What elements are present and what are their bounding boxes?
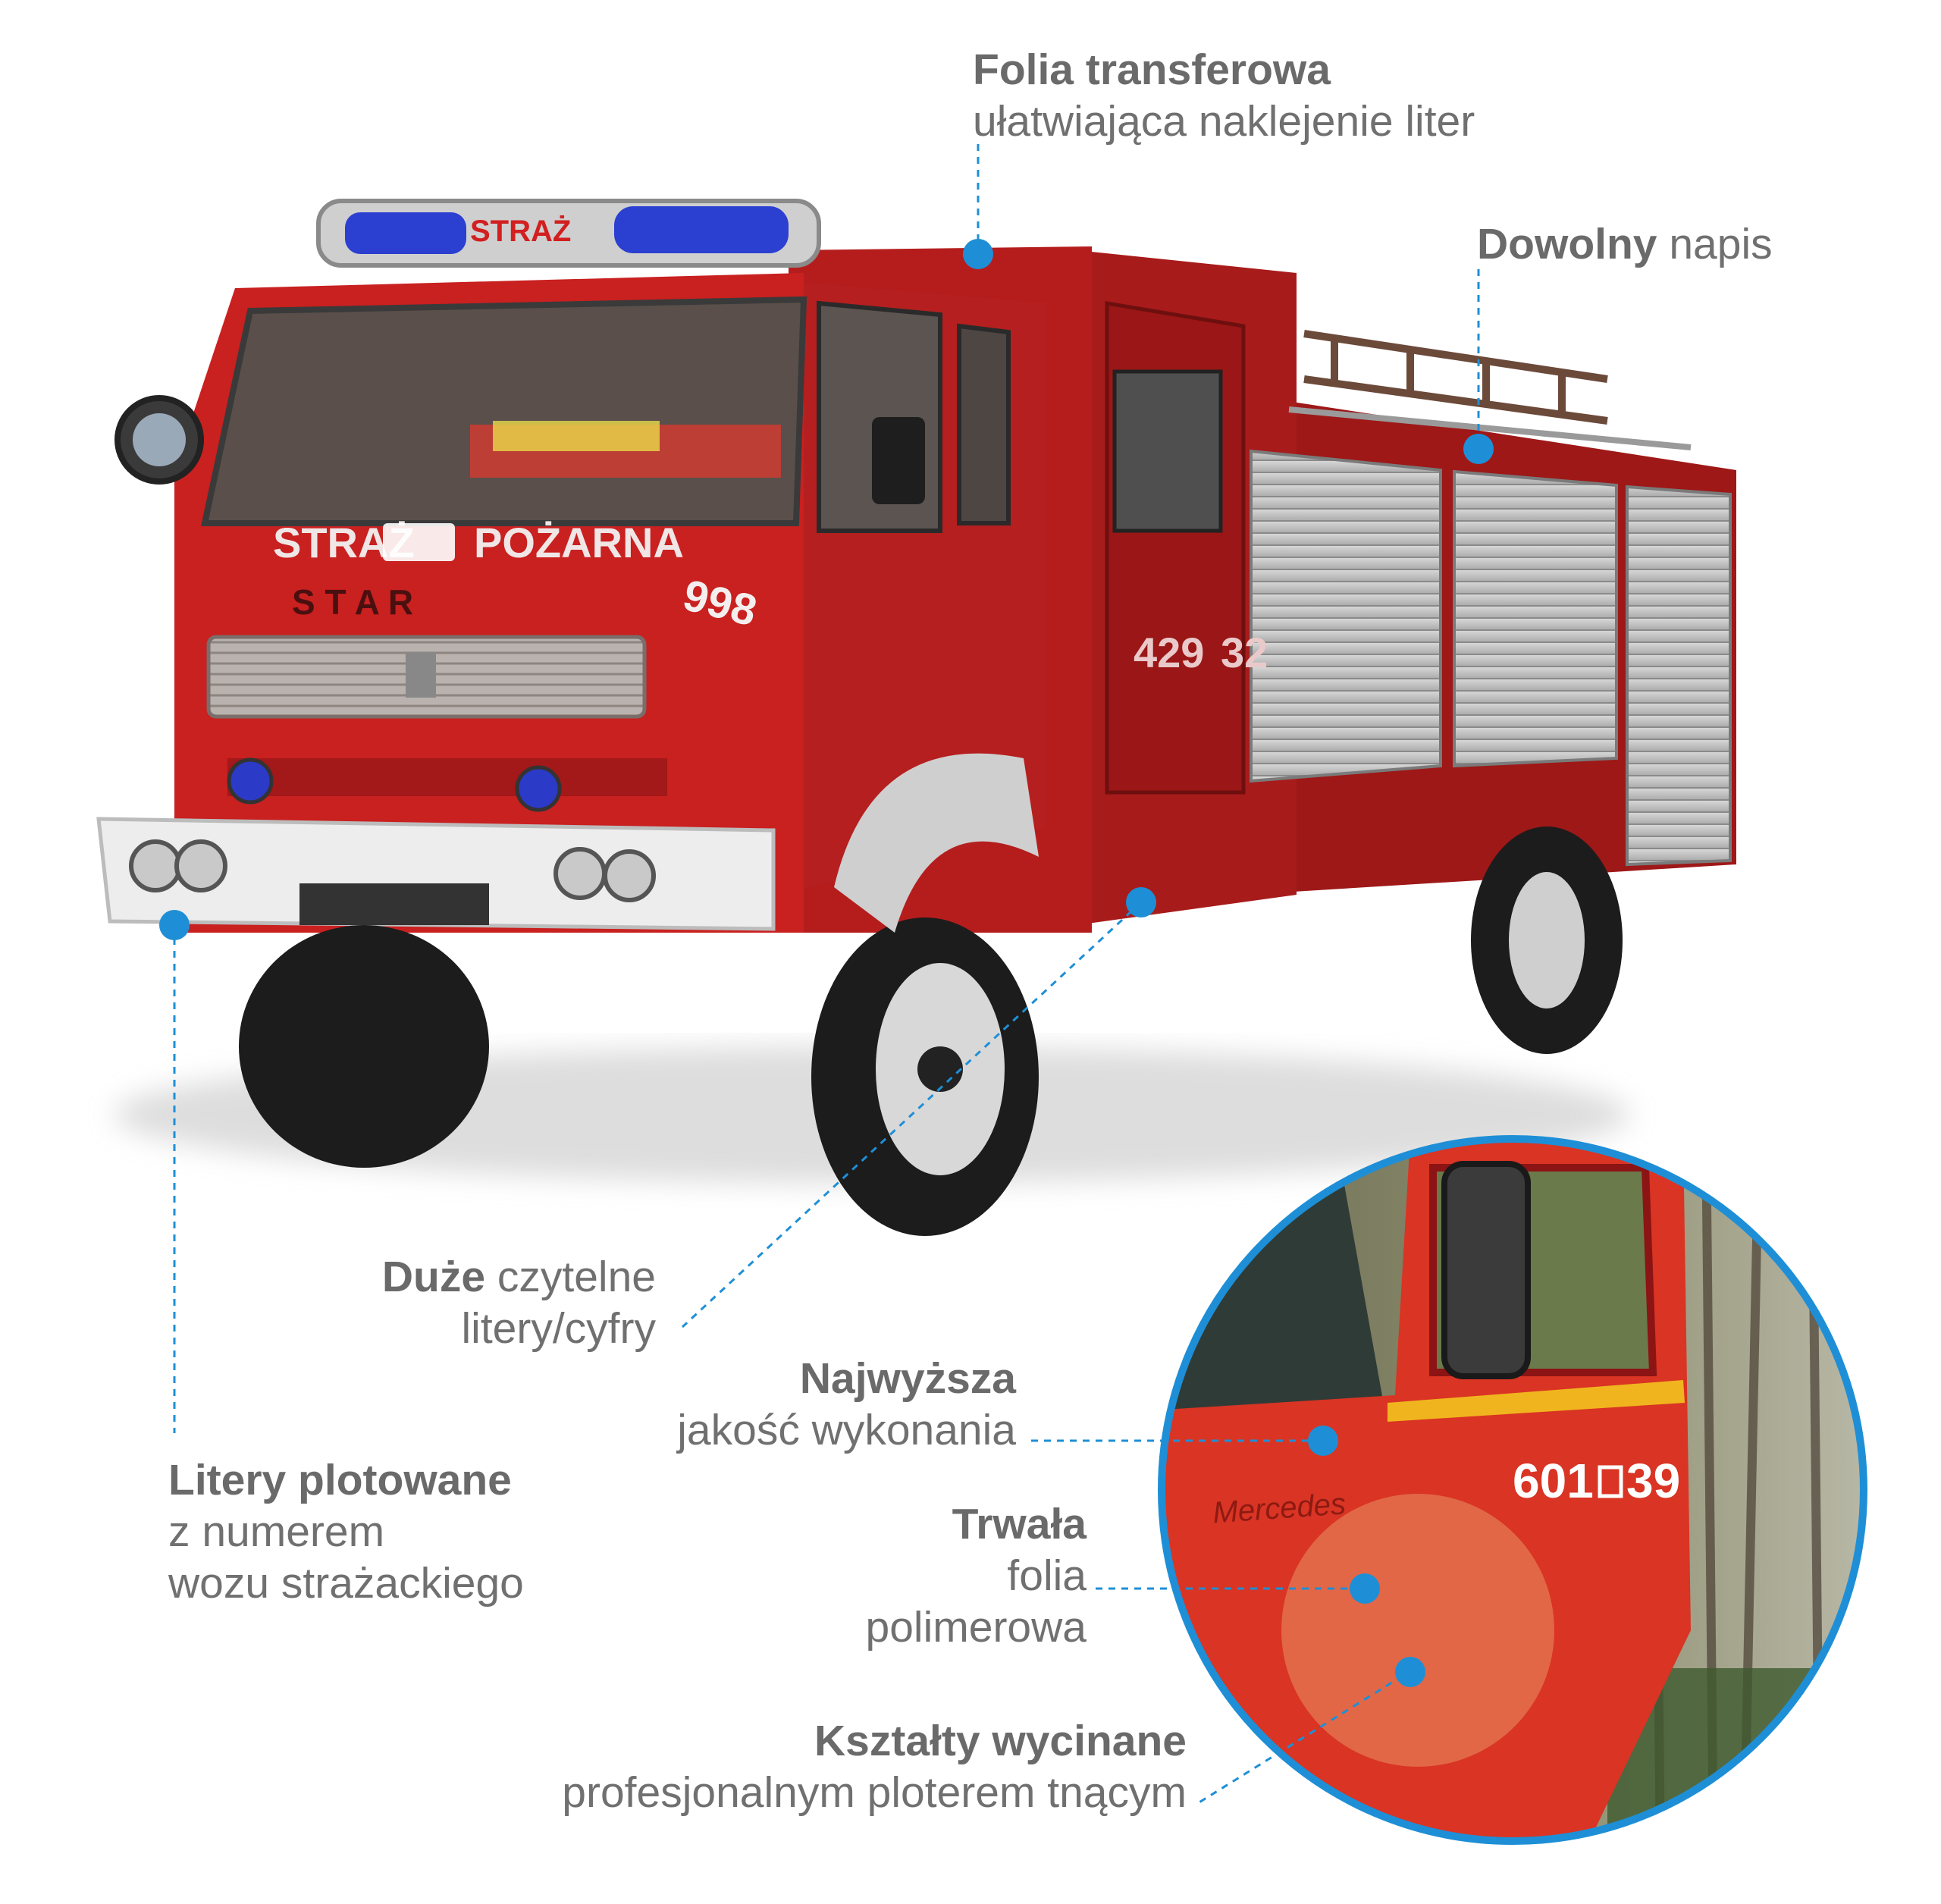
callout-trwala: Trwała folia polimerowa <box>866 1498 1087 1653</box>
dot-dowolny-napis <box>1463 434 1494 464</box>
callout-duze-litery-text2: litery/cyfry <box>461 1304 657 1353</box>
front-text-right: POŻARNA <box>474 519 684 566</box>
callout-trwala-text2: polimerowa <box>865 1603 1087 1651</box>
callout-dowolny-napis-text: napis <box>1669 220 1773 268</box>
beacon-light-bar: STRAŻ <box>316 199 821 268</box>
beacon-text: STRAŻ <box>470 215 571 248</box>
callout-folia-transferowa-text: ułatwiająca naklejenie liter <box>973 97 1475 146</box>
dot-duze-litery <box>1126 887 1156 917</box>
callout-najwyzsza: Najwyższa jakość wykonania <box>677 1353 1016 1456</box>
callout-litery-plotowane-text2: wozu strażackiego <box>168 1559 524 1608</box>
callout-trwala-text1: folia <box>1007 1551 1087 1600</box>
front-bumper <box>96 817 776 931</box>
callout-trwala-bold: Trwała <box>952 1500 1087 1548</box>
callout-ksztalty: Kształty wycinane profesjonalnym plotere… <box>562 1715 1187 1818</box>
wheels <box>239 753 1623 1236</box>
callout-ksztalty-bold: Kształty wycinane <box>814 1717 1187 1765</box>
callout-duze-litery-bold: Duże <box>381 1253 486 1301</box>
dot-ksztalty <box>1395 1657 1425 1687</box>
callout-litery-plotowane: Litery plotowane z numerem wozu strażack… <box>168 1454 524 1609</box>
brand-lettering: S T A R <box>292 582 413 622</box>
callout-lines <box>173 144 1480 1805</box>
callout-litery-plotowane-bold: Litery plotowane <box>168 1456 512 1504</box>
side-number: 429 <box>1134 629 1204 676</box>
callout-litery-plotowane-text1: z numerem <box>168 1507 385 1556</box>
inset-number: 601 <box>1513 1454 1594 1508</box>
dot-trwala <box>1350 1573 1380 1604</box>
callout-dowolny-napis: Dowolny napis <box>1477 218 1773 270</box>
fire-truck-illustration: 429 32 STRAŻ STRAŻ POŻARNA S T A R 998 <box>96 199 1736 1236</box>
callout-folia-transferowa: Folia transferowa ułatwiająca naklejenie… <box>973 44 1475 147</box>
dot-najwyzsza <box>1308 1426 1338 1456</box>
callout-duze-litery-text1: czytelne <box>497 1253 656 1301</box>
callout-folia-transferowa-bold: Folia transferowa <box>973 45 1331 94</box>
callout-najwyzsza-text: jakość wykonania <box>677 1406 1016 1454</box>
roller-shutters <box>1250 449 1732 867</box>
callout-ksztalty-text: profesjonalnym ploterem tnącym <box>562 1768 1187 1817</box>
side-number-suffix: 32 <box>1221 629 1268 676</box>
callout-dowolny-napis-bold: Dowolny <box>1477 220 1657 268</box>
dot-litery-plotowane <box>159 910 190 940</box>
dot-folia-transferowa <box>963 239 993 269</box>
detail-inset: 601 39 Mercedes <box>1158 1135 1867 1845</box>
callout-duze-litery: Duże czytelne litery/cyfry <box>382 1251 656 1354</box>
inset-number-suffix: 39 <box>1626 1454 1680 1508</box>
callout-najwyzsza-bold: Najwyższa <box>799 1354 1016 1403</box>
roof-ladder <box>1288 330 1692 450</box>
callout-dots <box>159 239 1494 1687</box>
